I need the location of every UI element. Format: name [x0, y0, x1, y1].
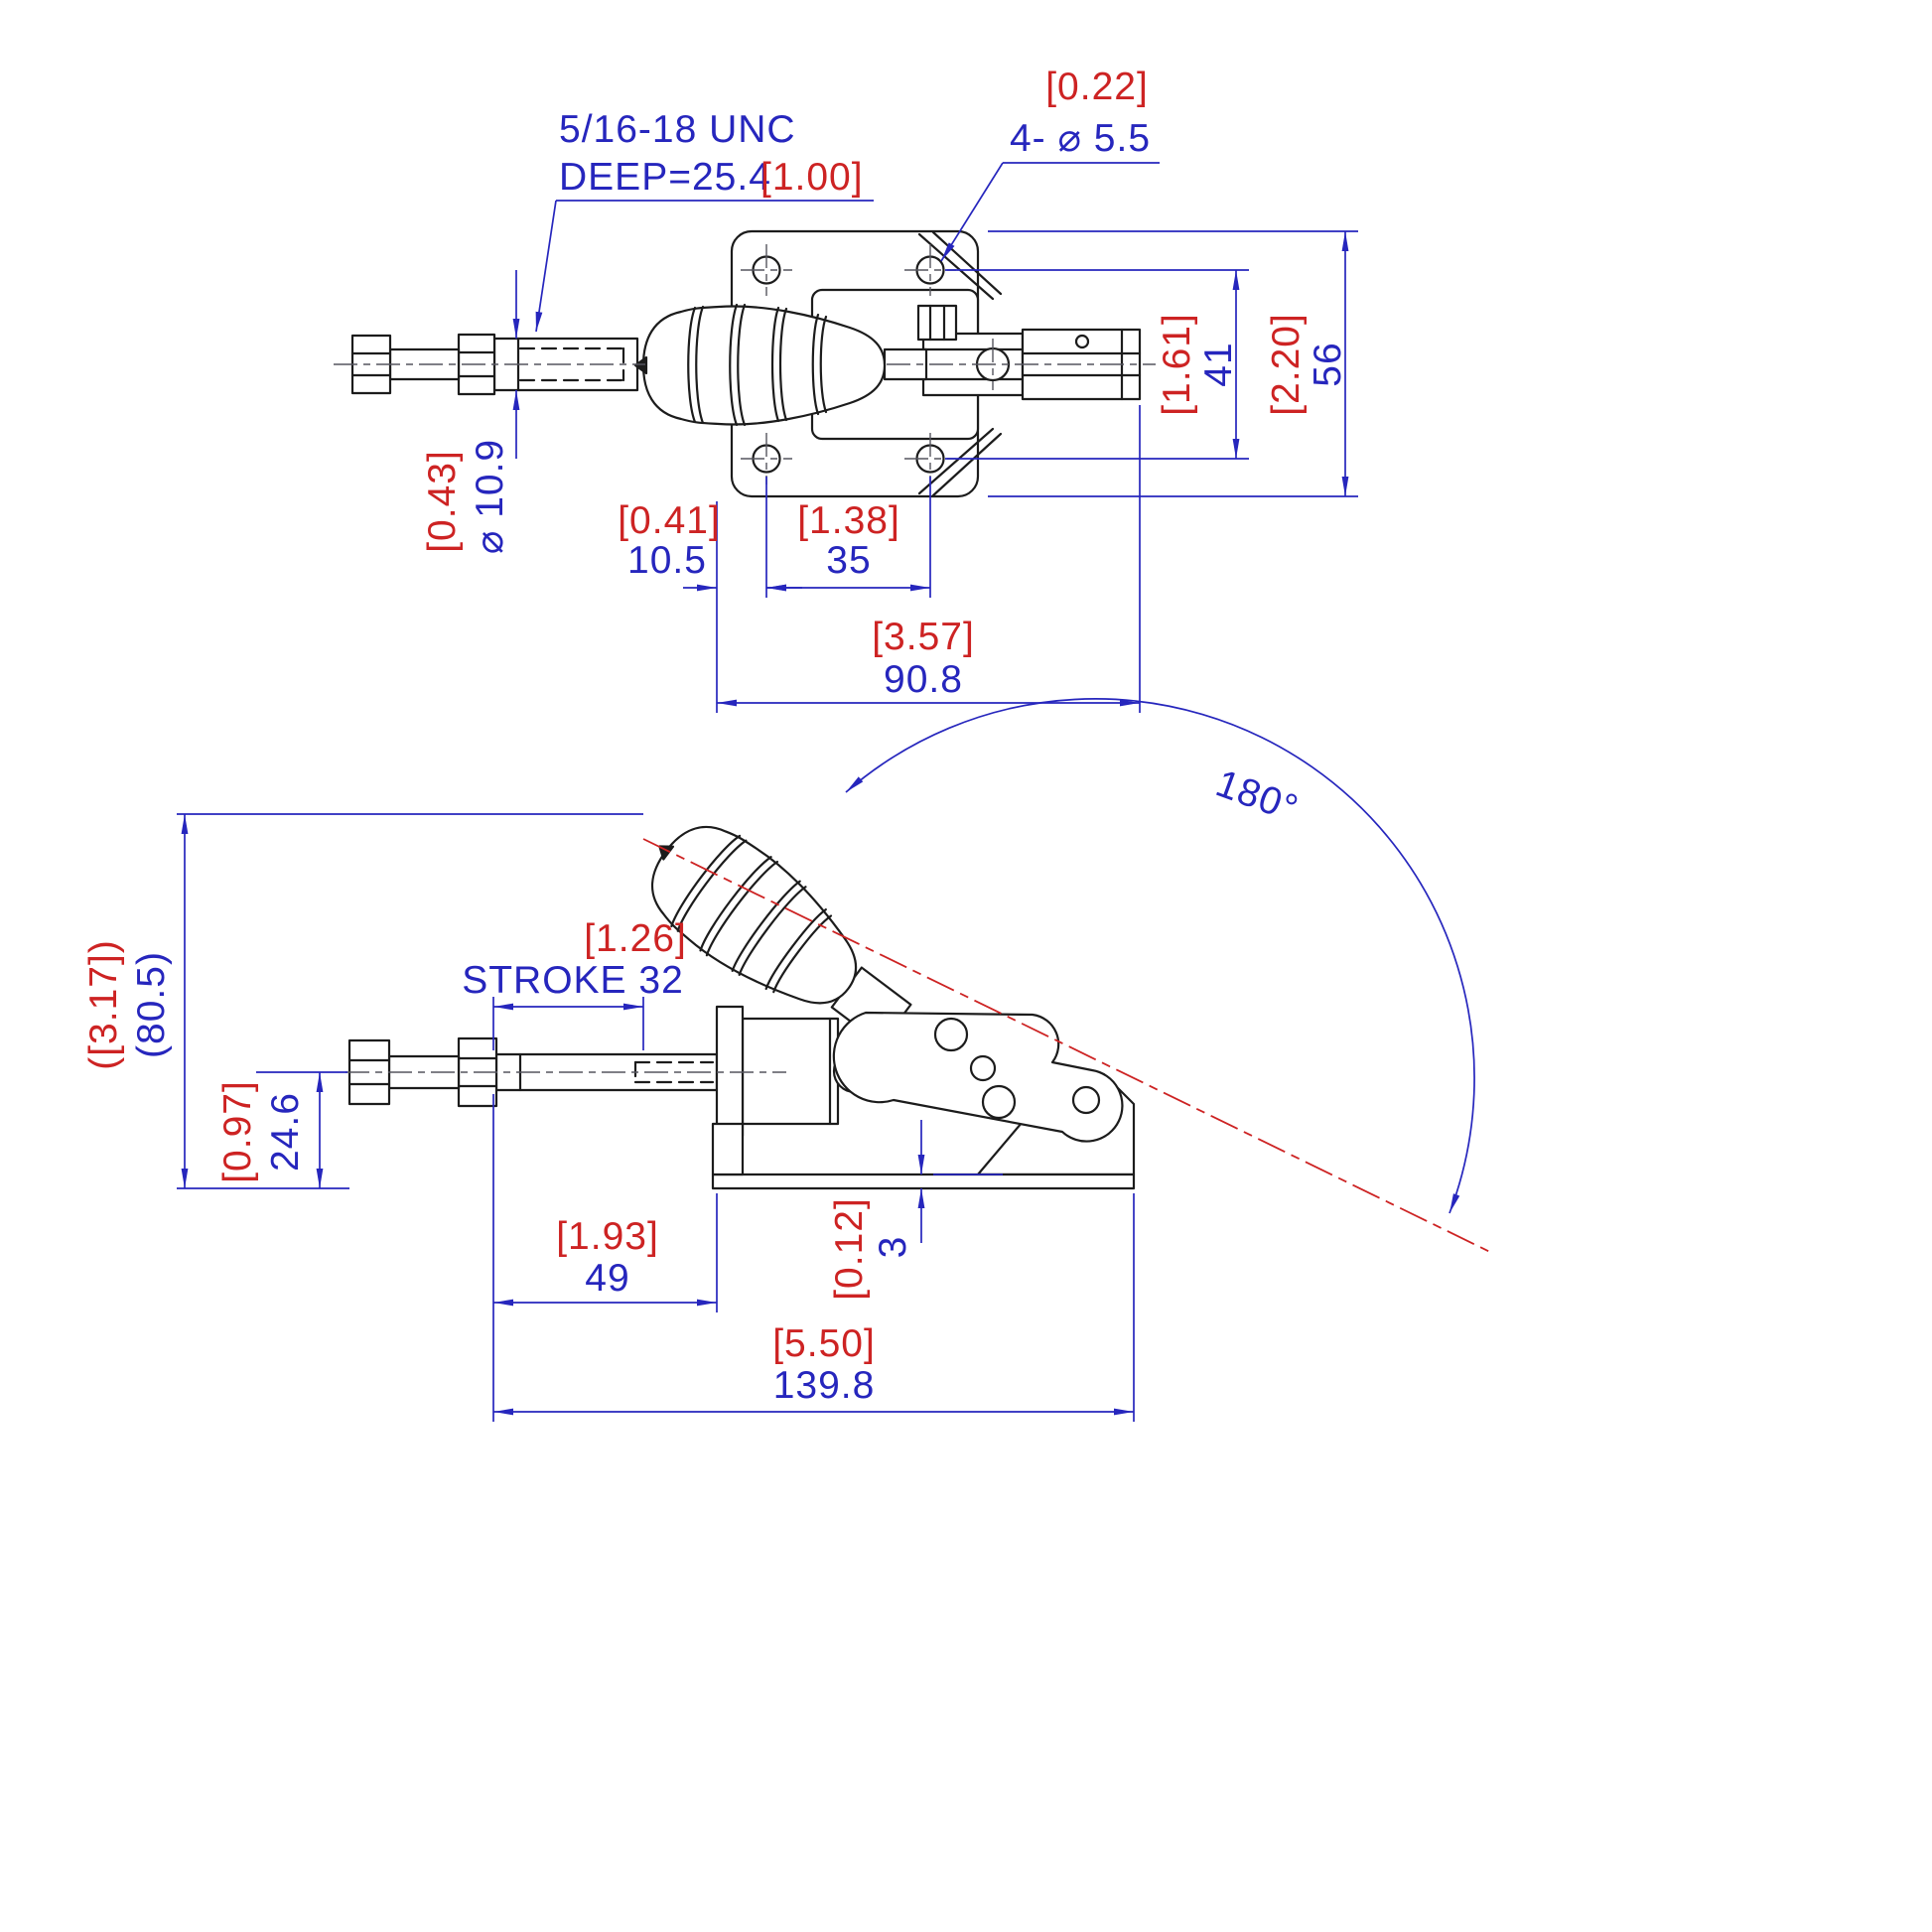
dim-stroke-label: STROKE 32 [462, 959, 684, 1002]
dim-base-thickness-mm: 3 [872, 1236, 914, 1259]
dim-height-mm: (80.5) [130, 951, 173, 1058]
rotation-angle-label: 180° [1210, 762, 1304, 831]
dim-centerline-height-inch: [0.97] [216, 1080, 259, 1183]
dim-centerline-height-mm: 24.6 [264, 1092, 307, 1172]
dim-hole-spacing-mm: 35 [826, 539, 871, 582]
dim-plunger-ext-inch: [1.93] [556, 1215, 659, 1258]
dim-height-inch: ([3.17]) [82, 939, 125, 1070]
dim-stroke-inch: [1.26] [584, 917, 687, 960]
dim-top-overall-mm: 90.8 [884, 658, 963, 701]
top-view: 5/16-18 UNC DEEP=25.4 [1.00] [0.22] 4- ⌀… [334, 66, 1358, 713]
dim-rod-diameter-mm: ⌀ 10.9 [469, 439, 511, 554]
dim-edge-to-hole-mm: 10.5 [627, 539, 707, 582]
holes-spec-inch: [0.22] [1045, 66, 1149, 108]
thread-spec-depth-inch: [1.00] [760, 156, 864, 199]
dim-body-width-inch: [2.20] [1265, 313, 1308, 416]
top-view-dimensions: 5/16-18 UNC DEEP=25.4 [1.00] [0.22] 4- ⌀… [421, 66, 1358, 713]
holes-spec-label: 4- ⌀ 5.5 [1010, 117, 1151, 160]
side-view: 180° [82, 698, 1495, 1422]
dim-hole-spacing-inch: [1.38] [797, 499, 900, 542]
side-view-dimension-lines [177, 813, 1135, 1422]
dim-hole-span-inch: [1.61] [1156, 313, 1198, 416]
dim-overall-length-mm: 139.8 [773, 1364, 876, 1407]
dim-hole-span-mm: 41 [1197, 342, 1240, 386]
dim-body-width-mm: 56 [1307, 342, 1349, 386]
dim-overall-length-inch: [5.50] [772, 1322, 876, 1365]
thread-spec-line1: 5/16-18 UNC [559, 108, 796, 151]
thread-spec-depth-mm: DEEP=25.4 [559, 156, 771, 199]
rotation-arc [845, 698, 1475, 1214]
top-view-dimension-lines [512, 162, 1358, 713]
dim-rod-diameter-inch: [0.43] [421, 450, 464, 553]
dim-top-overall-inch: [3.57] [872, 616, 975, 658]
side-view-dimensions: ([3.17]) (80.5) [0.97] 24.6 [1.26] STROK… [82, 813, 1135, 1422]
dim-base-thickness-inch: [0.12] [828, 1197, 871, 1301]
dim-edge-to-hole-inch: [0.41] [618, 499, 721, 542]
dim-plunger-ext-mm: 49 [585, 1257, 629, 1300]
